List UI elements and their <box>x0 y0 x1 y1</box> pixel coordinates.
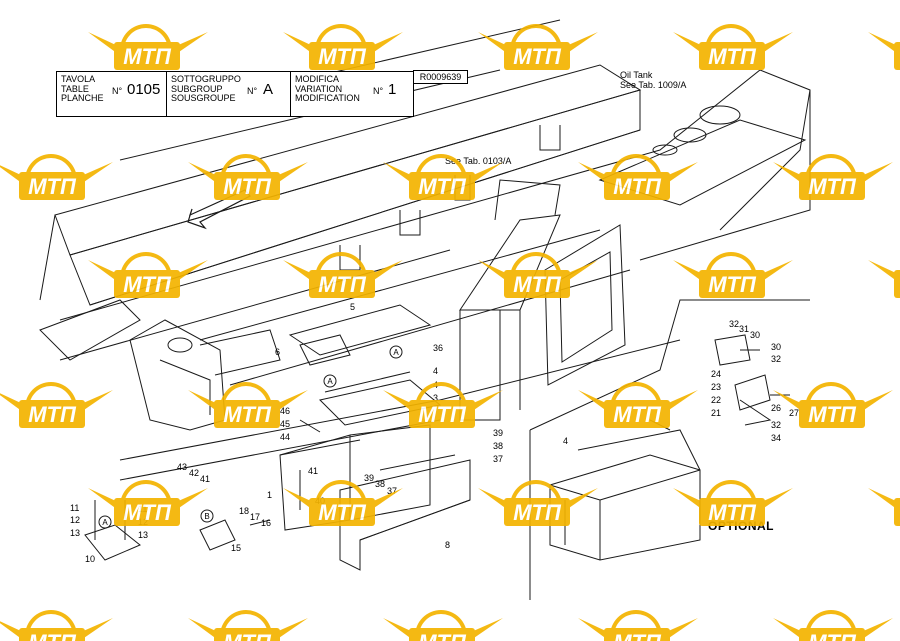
table-number: 0105 <box>127 81 161 98</box>
callout-11-a: 11 <box>70 503 80 513</box>
callout-27: 27 <box>789 408 800 418</box>
callout-39-b: 39 <box>493 428 504 438</box>
callout-34: 34 <box>771 433 782 443</box>
callout-44: 44 <box>280 432 291 442</box>
callout-26: 26 <box>771 403 782 413</box>
modification-labels: MODIFICA VARIATION MODIFICATION <box>295 74 360 104</box>
callout-32-b: 32 <box>771 354 782 364</box>
balloon-a-1: A <box>327 377 333 386</box>
subgroup-value: A <box>263 81 274 98</box>
modification-value: 1 <box>388 81 397 98</box>
callout-36: 36 <box>433 343 444 353</box>
callout-12-b: 12 <box>138 517 149 527</box>
callout-37: 37 <box>387 486 398 496</box>
callout-40: 40 <box>315 496 326 506</box>
callout-17: 17 <box>250 512 261 522</box>
callout-4-b: 4 <box>433 366 439 376</box>
callout-3: 3 <box>433 393 439 403</box>
balloon-b: B <box>204 512 209 521</box>
callout-24: 24 <box>711 369 722 379</box>
callout-22: 22 <box>711 395 722 405</box>
callout-30-b: 30 <box>771 342 782 352</box>
callout-11-b: 11 <box>138 504 148 514</box>
modification-cell: MODIFICA VARIATION MODIFICATION N° 1 <box>291 72 413 116</box>
callout-42: 42 <box>189 468 200 478</box>
callout-41: 41 <box>200 474 211 484</box>
callout-41-b: 41 <box>308 466 319 476</box>
callout-1: 1 <box>267 490 273 500</box>
callout-12-a: 12 <box>70 515 81 525</box>
callout-46: 46 <box>280 406 291 416</box>
callout-8: 8 <box>445 540 451 550</box>
optional-label: OPTIONAL <box>708 519 774 533</box>
callout-15: 15 <box>231 543 242 553</box>
callout-32-a: 32 <box>729 319 740 329</box>
callout-5: 5 <box>350 302 356 312</box>
callout-4-c: 4 <box>563 436 569 446</box>
balloon-a-3: A <box>393 348 399 357</box>
callout-16: 16 <box>261 518 272 528</box>
callout-13-a: 13 <box>70 528 81 538</box>
balloon-a-2: A <box>102 518 108 527</box>
callout-4-a: 4 <box>433 380 439 390</box>
callout-38: 38 <box>375 479 386 489</box>
table-cell: TAVOLA TABLE PLANCHE N° 0105 <box>57 72 167 116</box>
table-no-label: N° <box>112 86 123 96</box>
callout-13-b: 13 <box>138 530 149 540</box>
callout-30-a: 30 <box>750 330 761 340</box>
callout-18: 18 <box>239 506 250 516</box>
callout-38-b: 38 <box>493 441 504 451</box>
callout-37-b: 37 <box>493 454 504 464</box>
table-labels: TAVOLA TABLE PLANCHE <box>61 74 104 104</box>
callout-21: 21 <box>711 408 722 418</box>
callout-45: 45 <box>280 419 291 429</box>
callout-23: 23 <box>711 382 722 392</box>
callout-32-c: 32 <box>771 420 782 430</box>
modification-no-label: N° <box>373 86 384 96</box>
drawing-id: R0009639 <box>413 70 468 84</box>
title-block: TAVOLA TABLE PLANCHE N° 0105 SOTTOGRUPPO… <box>56 71 414 117</box>
callout-43: 43 <box>177 462 188 472</box>
oil-tank-reference: Oil Tank See Tab. 1009/A <box>620 70 687 90</box>
subgroup-cell: SOTTOGRUPPO SUBGROUP SOUSGROUPE N° A <box>167 72 291 116</box>
callout-10: 10 <box>85 554 96 564</box>
callout-6: 6 <box>275 347 281 357</box>
subgroup-labels: SOTTOGRUPPO SUBGROUP SOUSGROUPE <box>171 74 241 104</box>
subgroup-no-label: N° <box>247 86 258 96</box>
callout-31: 31 <box>739 324 750 334</box>
see-tab-reference: See Tab. 0103/A <box>445 156 512 166</box>
callout-39: 39 <box>364 473 375 483</box>
